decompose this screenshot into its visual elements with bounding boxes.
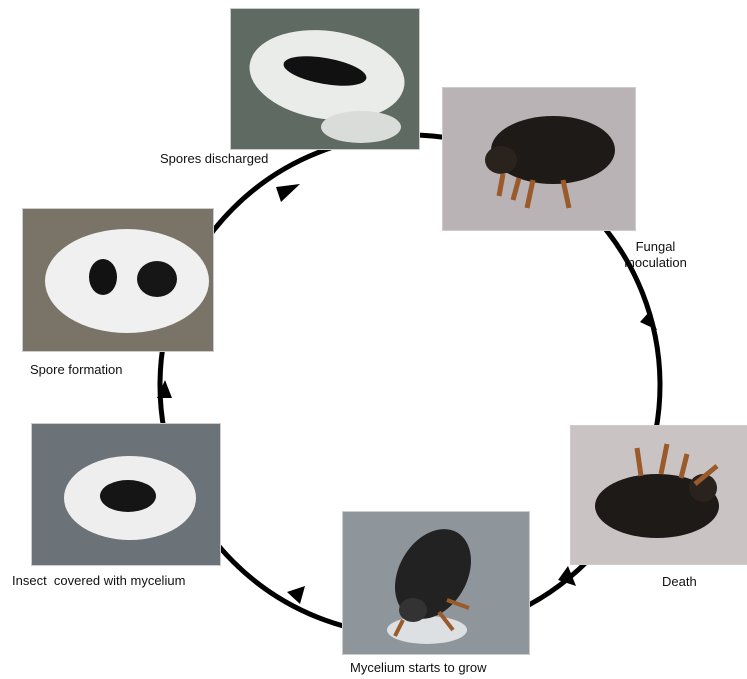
photo-mycelium-starts: [342, 511, 530, 655]
photo-fungal-inoculation: [442, 87, 636, 231]
photo-insect-covered: [31, 423, 221, 566]
photo-spores-discharged: [230, 8, 420, 150]
arrow-after-inoculation: [640, 312, 657, 330]
label-fungal-inoculation-text: Fungal Inoculation: [624, 239, 687, 271]
arrow-to-spores-discharged: [276, 184, 300, 202]
label-spores-discharged: Spores discharged: [160, 151, 268, 167]
label-spore-formation: Spore formation: [30, 362, 123, 378]
label-mycelium-starts: Mycelium starts to grow: [350, 660, 487, 676]
label-death: Death: [662, 574, 697, 590]
label-insect-covered: Insect covered with mycelium: [12, 573, 185, 589]
photo-spore-formation: [22, 208, 214, 352]
label-fungal-inoculation: Fungal Inoculation: [624, 239, 687, 271]
photo-death: [570, 425, 747, 565]
